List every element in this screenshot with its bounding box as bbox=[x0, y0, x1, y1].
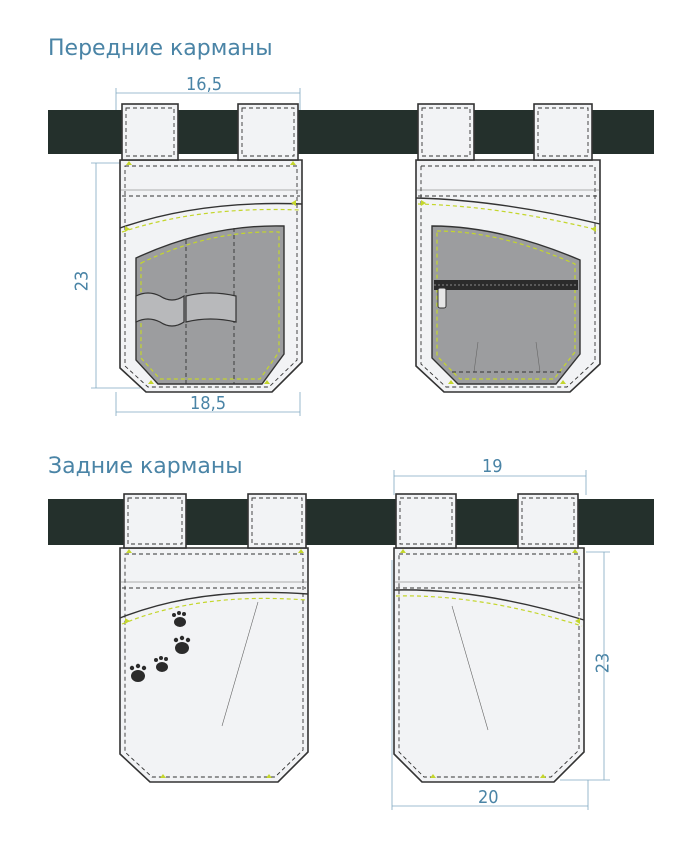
back-right-loop-2 bbox=[517, 493, 579, 549]
front-right-loop-1 bbox=[417, 103, 475, 161]
wavy-loop-icon bbox=[135, 292, 185, 327]
back-top-width-label: 19 bbox=[482, 456, 503, 477]
front-pocket-right bbox=[415, 103, 601, 393]
front-right-loop-2 bbox=[533, 103, 593, 161]
front-left-loop-2 bbox=[237, 103, 299, 161]
front-pockets-title: Передние карманы bbox=[48, 36, 273, 61]
back-dimension-lines bbox=[391, 470, 610, 810]
back-left-loop-1 bbox=[123, 493, 187, 549]
front-left-loop-1 bbox=[121, 103, 179, 161]
front-pocket-left bbox=[119, 103, 303, 393]
back-right-loop-1 bbox=[395, 493, 457, 549]
back-bottom-width-label: 20 bbox=[478, 787, 499, 808]
back-pocket-right bbox=[393, 493, 585, 783]
front-dimension-lines bbox=[91, 88, 301, 416]
back-pocket-left bbox=[119, 493, 309, 783]
paw-print-icon bbox=[129, 611, 191, 682]
front-right-inner-panel bbox=[431, 225, 581, 385]
front-bottom-width-label: 18,5 bbox=[190, 393, 227, 414]
back-left-loop-2 bbox=[247, 493, 307, 549]
back-pockets-title: Задние карманы bbox=[48, 454, 243, 479]
front-top-width-label: 16,5 bbox=[186, 74, 223, 95]
